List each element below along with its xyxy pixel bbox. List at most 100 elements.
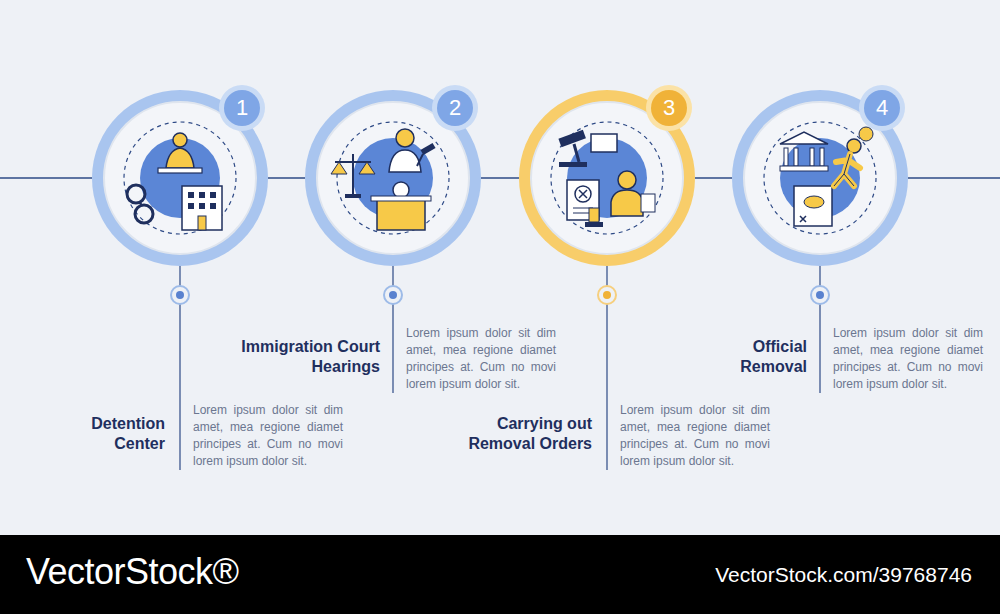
icon-part: [337, 122, 449, 234]
step-number: 4: [864, 90, 900, 126]
timeline-connector: [268, 177, 305, 179]
icon-part: [864, 90, 900, 126]
step-description: Lorem ipsum dolor sit dim amet, mea regi…: [406, 325, 556, 393]
icon-part: [800, 216, 806, 222]
step-title: Carrying out Removal Orders: [462, 414, 592, 454]
step-title: Immigration Court Hearings: [230, 337, 380, 377]
icon-part: [618, 171, 636, 189]
icon-part: [591, 134, 617, 152]
icon-part: [135, 205, 153, 223]
timeline-dot-center: [389, 291, 397, 299]
step-description: Lorem ipsum dolor sit dim amet, mea regi…: [620, 402, 770, 470]
icon-part: [210, 192, 216, 198]
icon-part: [641, 194, 655, 212]
icon-part: [124, 122, 236, 234]
icon-part: [574, 144, 579, 162]
icon-part: [437, 90, 473, 126]
icon-part: [519, 90, 695, 266]
icon-part: [359, 162, 375, 174]
icon-part: [352, 154, 354, 194]
icon-part: [345, 194, 361, 198]
icon-part: [396, 129, 414, 147]
icon-part: [575, 186, 591, 202]
timeline-connector: [481, 177, 519, 179]
icon-part: [794, 186, 832, 226]
icon-part: [558, 130, 586, 147]
timeline-dot-center: [176, 291, 184, 299]
icon-part: [589, 208, 599, 222]
watermark: VectorStock.com/39768746: [715, 563, 972, 587]
step-title: Official Removal: [707, 337, 807, 377]
icon-part: [834, 154, 854, 186]
icon-part: [784, 148, 788, 166]
step-circle: 4Official RemovalLorem ipsum dolor sit d…: [732, 90, 908, 266]
icon-part: [166, 148, 194, 168]
timeline-connector: [695, 177, 732, 179]
step-circle: 2Immigration Court HearingsLorem ipsum d…: [305, 90, 481, 266]
icon-part: [859, 127, 873, 141]
icon-part: [810, 148, 814, 166]
step-number: 1: [224, 90, 260, 126]
icon-part: [371, 196, 431, 201]
icon-part: [764, 122, 876, 234]
timeline-dot: [384, 286, 402, 304]
icon-part: [140, 202, 142, 206]
icon-part: [199, 203, 205, 209]
step-number: 3: [651, 90, 687, 126]
icon-part: [551, 122, 663, 234]
icon-part: [377, 200, 425, 230]
icon-part: [420, 143, 435, 155]
timeline-dot-center: [816, 291, 824, 299]
timeline-dot-center: [603, 291, 611, 299]
icon-part: [188, 203, 194, 209]
icon-part: [559, 162, 587, 167]
icon-part: [651, 90, 687, 126]
icon-part: [780, 166, 828, 171]
icon-part: [847, 139, 861, 153]
icon-part: [585, 222, 603, 227]
icon-part: [834, 154, 860, 186]
icon-part: [92, 90, 268, 266]
step-circle: 3Carrying out Removal OrdersLorem ipsum …: [519, 90, 695, 266]
icon-part: [780, 138, 860, 218]
icon-part: [579, 190, 587, 198]
icon-part: [199, 192, 205, 198]
icon-part: [158, 168, 202, 173]
icon-part: [224, 90, 260, 126]
icon-part: [573, 213, 589, 214]
icon-part: [389, 150, 421, 172]
icon-part: [820, 148, 824, 166]
timeline-dot: [598, 286, 616, 304]
icon-part: [305, 90, 481, 266]
timeline-dot: [811, 286, 829, 304]
icon-part: [646, 85, 692, 131]
icon-part: [173, 133, 187, 147]
timeline-dot: [171, 286, 189, 304]
step-title: Detention Center: [55, 414, 165, 454]
step-circle: 1Detention CenterLorem ipsum dolor sit d…: [92, 90, 268, 266]
icon-part: [188, 192, 194, 198]
timeline-line: [0, 177, 92, 179]
icon-part: [198, 216, 206, 230]
icon-part: [859, 85, 905, 131]
icon-part: [127, 185, 145, 203]
icon-part: [417, 154, 423, 166]
icon-part: [611, 190, 643, 216]
icon-part: [182, 186, 222, 230]
icon-part: [732, 90, 908, 266]
icon-part: [331, 162, 347, 174]
leader-group: [171, 266, 829, 470]
icon-part: [219, 85, 265, 131]
step-description: Lorem ipsum dolor sit dim amet, mea regi…: [833, 325, 983, 393]
icon-part: [432, 85, 478, 131]
watermark: VectorStock®: [26, 551, 239, 593]
icon-part: [780, 132, 828, 144]
icon-part: [804, 196, 824, 208]
icon-part: [794, 148, 798, 166]
step-description: Lorem ipsum dolor sit dim amet, mea regi…: [193, 402, 343, 470]
step-number: 2: [437, 90, 473, 126]
timeline-line: [908, 177, 1000, 179]
icon-part: [210, 203, 216, 209]
